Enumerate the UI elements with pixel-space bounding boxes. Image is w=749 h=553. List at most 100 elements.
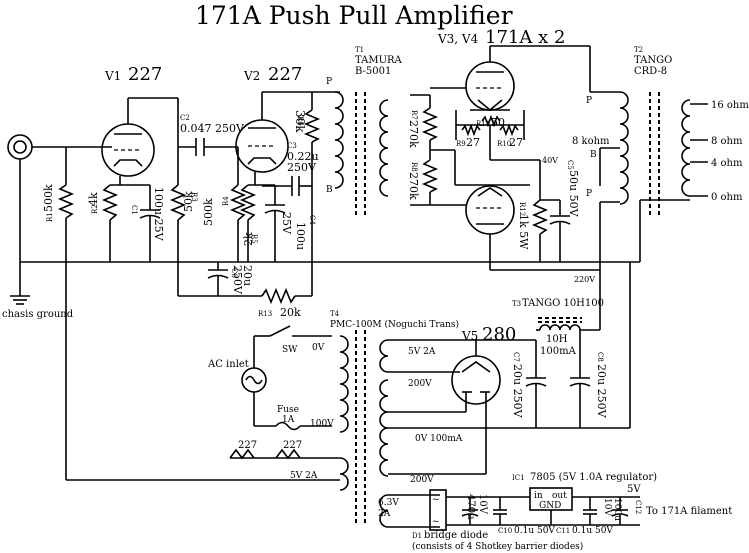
ic1-ref: IC1	[512, 474, 525, 482]
c12-val2: 10V	[602, 498, 612, 516]
tube-v4	[465, 185, 515, 235]
tube-v2	[235, 119, 289, 173]
r3-val: 50k	[182, 191, 195, 212]
r2-val: 4k	[87, 192, 100, 206]
bias-40v-label: 40V	[542, 156, 558, 165]
c4-val: 100u	[294, 222, 307, 250]
svg-text:~: ~	[432, 517, 440, 527]
schematic-title: 171A Push Pull Amplifier	[195, 1, 513, 30]
r2-ref: R2	[91, 204, 99, 214]
c11-ref: C11	[556, 527, 570, 535]
t3-ref: T3	[512, 300, 521, 308]
c8-ref: C8	[596, 352, 604, 362]
t4-tap-0v: 0V	[312, 343, 325, 353]
r1-val: 500k	[42, 184, 55, 212]
c10-val: 0.1u 50V	[514, 526, 555, 536]
c3-val2: 250V	[287, 161, 317, 174]
t1-ref: T1	[355, 46, 364, 54]
bridge-diode-d1: ~ ~	[429, 489, 447, 531]
r12-val: 1k 5W	[517, 214, 530, 250]
resistor-r7	[421, 107, 439, 141]
power-switch	[269, 325, 291, 337]
c6-ref: C6	[230, 268, 238, 278]
r10-ref: R10	[497, 140, 511, 148]
resistor-r5	[239, 184, 257, 221]
t2-primary: 8 kohm	[572, 136, 610, 147]
ic1-gnd: GND	[539, 501, 561, 511]
c7-ref: C7	[512, 352, 520, 362]
c11-val: 0.1u 50V	[572, 526, 613, 536]
resistor-r13	[261, 287, 296, 305]
c3-val: 0.22u	[287, 150, 319, 163]
t2-pin-b: B	[590, 150, 597, 160]
t4-sec-63: 6.3V	[378, 498, 399, 508]
r8-ref: R8	[410, 162, 418, 172]
r13-ref: R13	[258, 310, 272, 318]
tube-v5	[451, 355, 501, 405]
c4-val2: 25V	[280, 212, 293, 235]
t2-pin-p-top: P	[586, 96, 592, 106]
resistor-r1	[57, 184, 75, 219]
t4-tap-100v: 100V	[310, 419, 334, 429]
t4-sec-63-cur: 2A	[378, 509, 391, 519]
sw-label: SW	[282, 345, 298, 355]
v5-type: 280	[482, 324, 516, 345]
c12-val: 100u	[612, 498, 622, 521]
r9-val: 27	[466, 136, 480, 149]
ac-inlet	[241, 367, 267, 393]
fuse-rating: 1A	[282, 415, 295, 425]
resistor-r4	[229, 184, 247, 221]
resistor-r12	[531, 199, 549, 235]
c9-val2: 10V	[477, 494, 488, 515]
ac-inlet-label: AC inlet	[207, 359, 249, 370]
r3-ref: R3	[190, 192, 198, 202]
c7-val: 20u 250V	[511, 364, 524, 419]
t2-model: CRD-8	[634, 66, 667, 77]
t4-sec-5v: 5V 2A	[408, 347, 436, 357]
transformer-t2	[619, 91, 691, 215]
t1-pin-p: P	[326, 77, 332, 87]
r11-ref: R11	[476, 120, 490, 128]
t3-ind: 10H	[546, 334, 568, 345]
t3-cur: 100mA	[540, 346, 577, 357]
resistor-r6	[303, 109, 321, 143]
d1-desc: bridge diode	[424, 530, 488, 541]
tap-16ohm: 16 ohm	[711, 100, 749, 111]
r5-ref: R5	[250, 234, 258, 244]
t4-sec-0v: 0V 100mA	[415, 434, 463, 444]
choke-t3	[538, 317, 582, 331]
r8-val: 270k	[407, 172, 420, 200]
c2-val: 0.047 250V	[180, 122, 245, 135]
t2-ref: T2	[634, 46, 643, 54]
t4-desc: PMC-100M (Noguchi Trans)	[330, 319, 459, 330]
t1-model: B-5001	[355, 66, 391, 77]
t2-pin-p-bottom: P	[586, 189, 592, 199]
v2-ref: V2	[243, 69, 260, 83]
ic1-in: in	[534, 491, 543, 501]
c5-val: 50u 50V	[567, 170, 580, 218]
ic1-out: out	[552, 491, 567, 501]
chassis-ground-label: chasis ground	[2, 309, 74, 320]
v1-ref: V1	[104, 69, 121, 83]
v34-ref: V3, V4	[437, 32, 479, 46]
r11-val: 50	[491, 116, 505, 129]
d1-note: (consists of 4 Shotkey barrier diodes)	[412, 541, 583, 552]
r4-ref: R4	[222, 196, 230, 206]
t3-desc: TANGO 10H100	[522, 298, 604, 309]
r5-val: 2k	[242, 232, 255, 246]
t4-sec-200b: 200V	[410, 475, 434, 485]
r12-ref: R12	[518, 202, 526, 216]
c3-ref: C3	[287, 142, 297, 150]
r6-ref: R6	[296, 116, 304, 126]
resistor-r3	[169, 184, 187, 221]
resistor-r11	[481, 114, 501, 128]
c6-val: 20u	[241, 265, 254, 286]
filament-227-a: 227	[238, 440, 257, 451]
input-jack	[7, 134, 112, 296]
r13-val: 20k	[280, 306, 301, 319]
r7-val: 270k	[407, 120, 420, 148]
c1-val: 100u 25V	[152, 187, 165, 242]
c8-val: 20u 250V	[595, 364, 608, 419]
